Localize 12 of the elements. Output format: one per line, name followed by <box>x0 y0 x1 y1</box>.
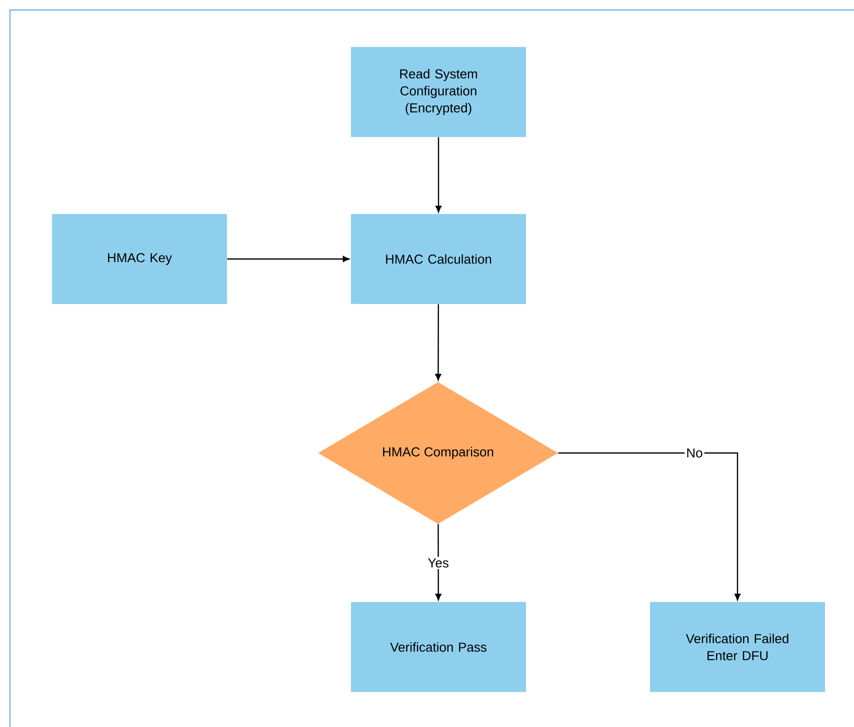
process-box: HMAC Key <box>52 214 227 304</box>
arrow <box>227 256 350 262</box>
arrow <box>435 304 442 380</box>
arrow <box>558 452 740 600</box>
arrow <box>436 137 442 212</box>
process-box: Verification Failed Enter DFU <box>650 602 825 692</box>
edge-label: Yes <box>426 556 450 569</box>
process-box: Read System Configuration (Encrypted) <box>351 47 526 137</box>
process-box: HMAC Calculation <box>351 214 526 304</box>
edge-label: No <box>684 446 704 460</box>
process-box: Verification Pass <box>351 602 526 692</box>
arrow <box>435 524 442 600</box>
